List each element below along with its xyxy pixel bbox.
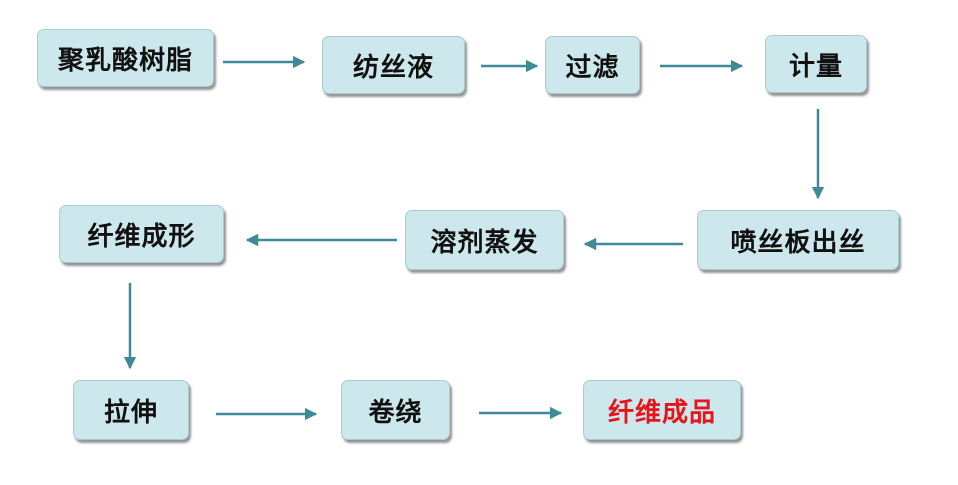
node-drawing: 拉伸: [73, 380, 189, 440]
node-pla-resin: 聚乳酸树脂: [37, 29, 214, 87]
node-solvent-evaporation: 溶剂蒸发: [405, 210, 564, 270]
node-filtering: 过滤: [545, 36, 640, 94]
node-spinneret-extrusion: 喷丝板出丝: [697, 210, 899, 270]
node-fiber-forming: 纤维成形: [59, 205, 224, 263]
node-spinning-solution: 纺丝液: [322, 36, 465, 94]
node-metering: 计量: [765, 35, 867, 93]
node-winding: 卷绕: [341, 380, 450, 440]
node-finished-fiber: 纤维成品: [583, 380, 741, 440]
